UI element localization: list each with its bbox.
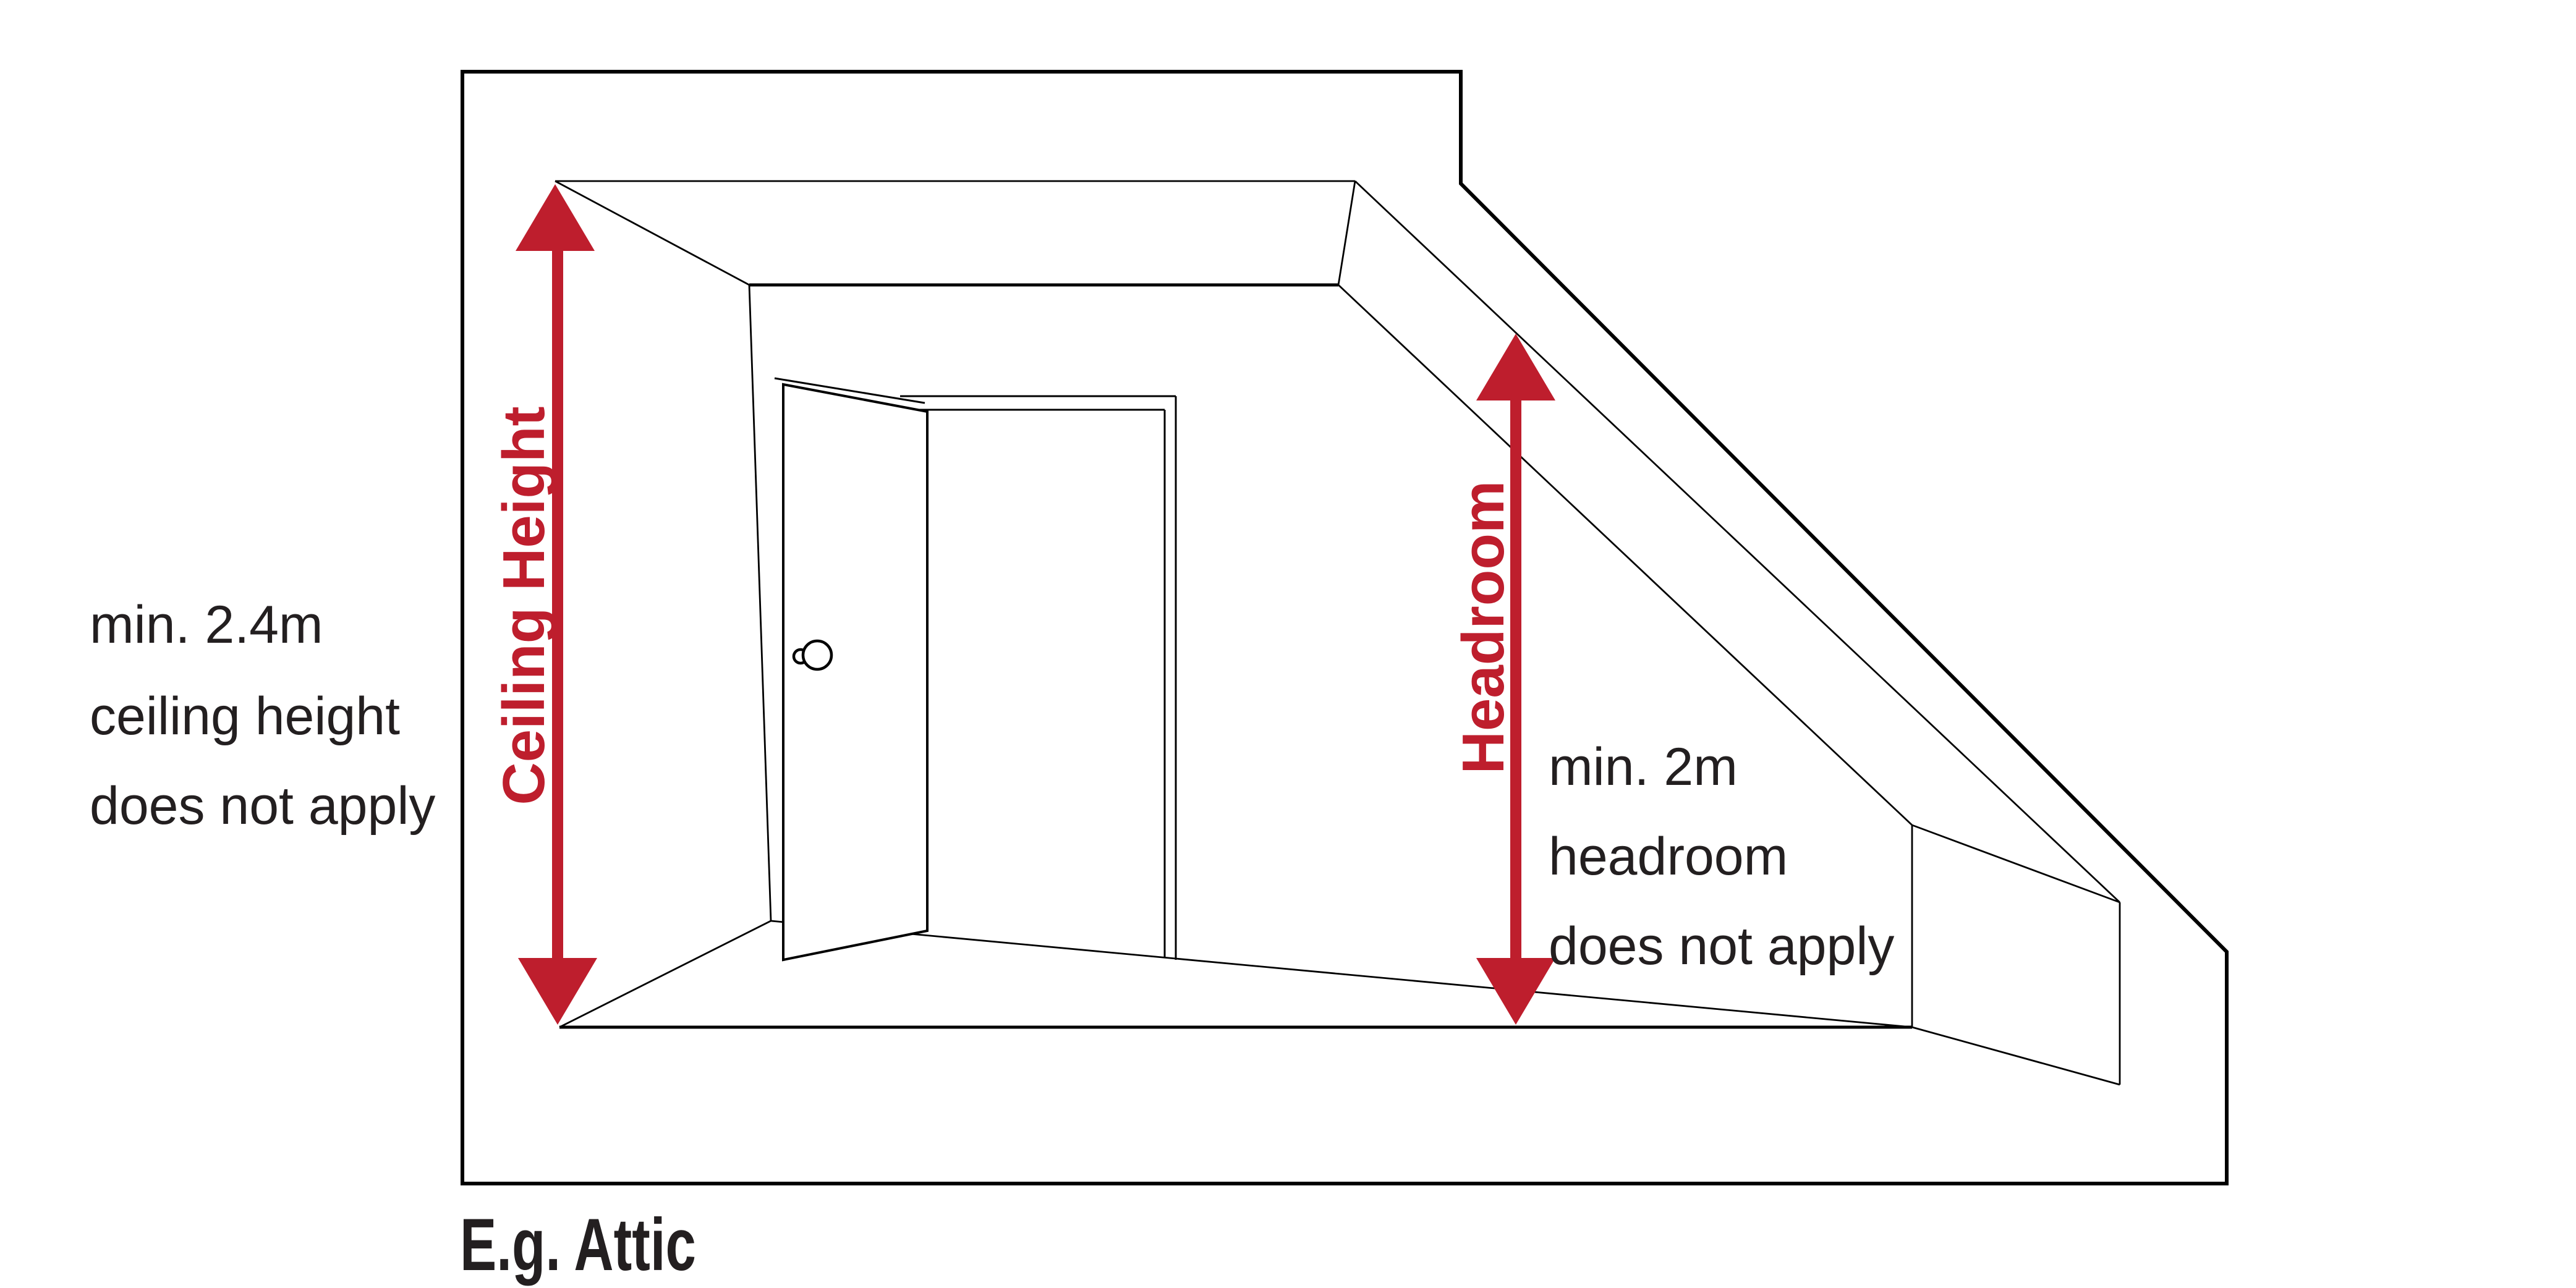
arrow-head-down-icon: [1476, 958, 1555, 1025]
left-wall-corner-edge: [748, 284, 772, 922]
door: [774, 377, 1177, 962]
arrow-head-up-icon: [516, 184, 595, 251]
knee-wall-base-edge: [1911, 1026, 2120, 1086]
knee-wall-top-edge: [1911, 824, 2120, 904]
back-wall-base-edge: [770, 920, 1913, 1028]
door-top-thickness-edge: [774, 377, 925, 404]
room-interior-lines: [555, 180, 2121, 1086]
ceiling-height-arrow-label: Ceiling Height: [491, 406, 557, 805]
arrow-head-up-icon: [1476, 334, 1555, 400]
sloped-ceiling-wall-junction: [1338, 284, 1913, 826]
arrow-shaft: [552, 247, 563, 960]
diagram-caption: E.g. Attic: [460, 1203, 696, 1286]
arrow-head-down-icon: [518, 958, 597, 1025]
sloped-ceiling-cut-edge: [1354, 180, 2120, 904]
ceiling-height-note: min. 2.4m ceiling height does not apply: [90, 595, 435, 836]
door-knob-icon: [801, 639, 833, 671]
ceiling-height-arrow: Ceiling Height: [491, 184, 597, 1025]
headroom-note: min. 2m headroom does not apply: [1549, 737, 1894, 976]
note-line: min. 2m: [1549, 737, 1738, 797]
note-line: min. 2.4m: [90, 595, 323, 655]
ceiling-left-edge: [555, 180, 750, 286]
ceiling-slope-crease: [1337, 180, 1356, 286]
arrow-shaft: [1510, 397, 1521, 960]
door-panel: [782, 383, 929, 962]
headroom-arrow: Headroom: [1450, 334, 1555, 1025]
headroom-arrow-label: Headroom: [1450, 481, 1516, 774]
note-line: does not apply: [90, 776, 435, 836]
note-line: ceiling height: [90, 687, 400, 746]
outer-wall-roof-section-outline: [461, 70, 2229, 1185]
note-line: headroom: [1549, 827, 1788, 886]
note-line: does not apply: [1549, 917, 1894, 976]
left-wall-base-edge: [559, 920, 772, 1028]
